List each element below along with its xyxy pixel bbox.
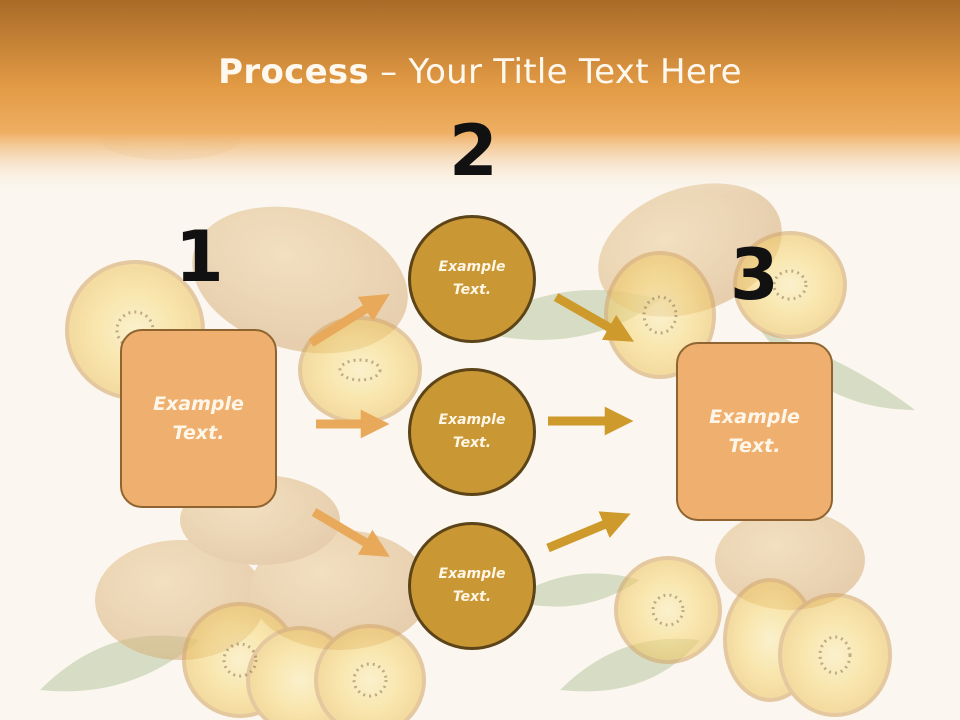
step-1-box: Example Text. [120, 329, 277, 508]
step-3-box: Example Text. [676, 342, 833, 521]
step-2-circle-top: Example Text. [408, 215, 536, 343]
step-number-3: 3 [730, 234, 779, 316]
step-2-circle-middle: Example Text. [408, 368, 536, 496]
arrow-top-circle-to-3 [553, 293, 634, 342]
step-number-1: 1 [175, 216, 224, 298]
circle-top-label: Example Text. [438, 259, 506, 298]
arrow-1-to-top-circle [308, 293, 390, 347]
circle-bottom-label: Example Text. [438, 566, 506, 605]
arrow-1-to-bottom-circle [311, 508, 390, 557]
title-bold: Process [218, 52, 370, 92]
step-1-label: Example Text. [153, 392, 244, 444]
step-2-circle-bottom: Example Text. [408, 522, 536, 650]
title-rest: – Your Title Text Here [369, 52, 742, 92]
step-3-label: Example Text. [709, 405, 800, 457]
step-number-2: 2 [449, 110, 498, 192]
circle-middle-label: Example Text. [438, 412, 506, 451]
slide-title: Process – Your Title Text Here [0, 52, 960, 92]
arrow-bottom-circle-to-3 [546, 511, 631, 553]
